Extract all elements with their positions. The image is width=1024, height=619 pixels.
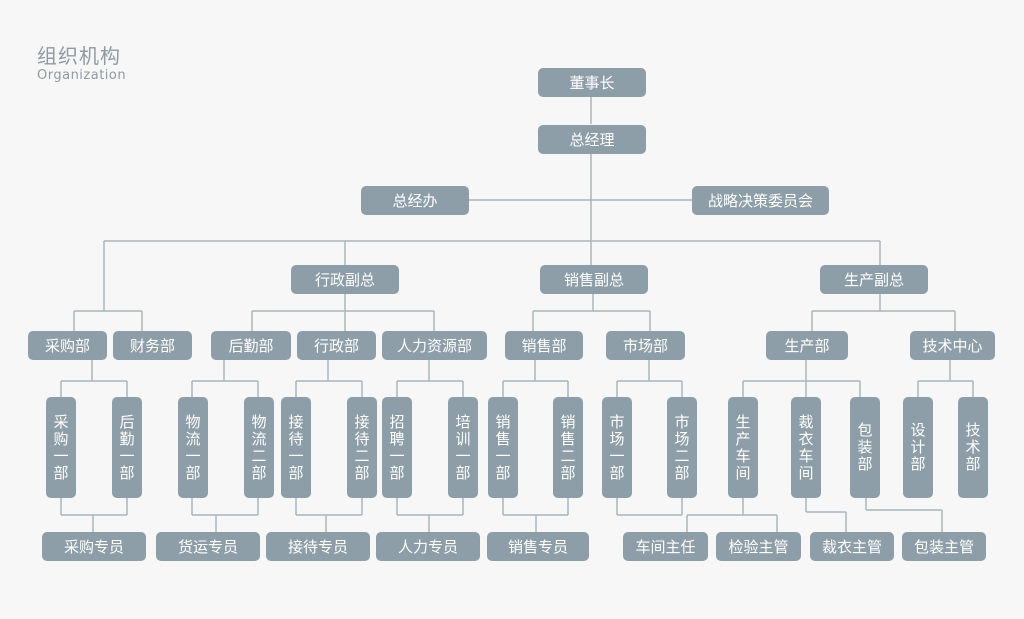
node-tech-dept: 技术部 bbox=[958, 397, 988, 498]
node-gm-office: 总经办 bbox=[361, 186, 469, 215]
node-purchase-dept: 采购部 bbox=[28, 331, 107, 360]
node-purchase-1: 采购一部 bbox=[46, 397, 76, 498]
node-strategy-committee: 战略决策委员会 bbox=[692, 186, 829, 215]
node-qc-supervisor: 检验主管 bbox=[716, 532, 801, 561]
node-packing-dept: 包装部 bbox=[850, 397, 880, 498]
node-sales-2: 销售二部 bbox=[553, 397, 583, 498]
node-market-2: 市场二部 bbox=[667, 397, 697, 498]
node-hr-staff: 人力专员 bbox=[376, 532, 480, 561]
node-reception-1: 接待一部 bbox=[281, 397, 311, 498]
node-vp-sales: 销售副总 bbox=[540, 265, 648, 294]
node-chairman: 董事长 bbox=[538, 68, 646, 97]
node-market-dept: 市场部 bbox=[606, 331, 685, 360]
node-vp-admin: 行政副总 bbox=[291, 265, 399, 294]
node-production-workshop: 生产车间 bbox=[728, 397, 758, 498]
page-title: 组织机构 bbox=[37, 44, 121, 68]
node-tech-center: 技术中心 bbox=[910, 331, 995, 360]
node-logistics-1: 后勤一部 bbox=[112, 397, 142, 498]
node-training-1: 培训一部 bbox=[448, 397, 478, 498]
page-subtitle: Organization bbox=[37, 68, 127, 83]
node-logistics-dept: 后勤部 bbox=[211, 331, 291, 360]
node-reception-staff: 接待专员 bbox=[266, 532, 370, 561]
node-production-dept: 生产部 bbox=[766, 331, 848, 360]
node-cutting-supervisor: 裁衣主管 bbox=[810, 532, 894, 561]
node-admin-dept: 行政部 bbox=[297, 331, 376, 360]
node-sales-1: 销售一部 bbox=[488, 397, 518, 498]
node-design-dept: 设计部 bbox=[903, 397, 933, 498]
node-reception-2: 接待二部 bbox=[347, 397, 377, 498]
node-market-1: 市场一部 bbox=[602, 397, 632, 498]
node-purchase-staff: 采购专员 bbox=[42, 532, 146, 561]
node-workshop-director: 车间主任 bbox=[623, 532, 708, 561]
node-cutting-workshop: 裁衣车间 bbox=[791, 397, 821, 498]
node-vp-production: 生产副总 bbox=[820, 265, 928, 294]
node-general-manager: 总经理 bbox=[538, 125, 646, 154]
node-freight-staff: 货运专员 bbox=[156, 532, 260, 561]
node-wuliu-2: 物流二部 bbox=[244, 397, 274, 498]
node-sales-staff: 销售专员 bbox=[487, 532, 589, 561]
node-wuliu-1: 物流一部 bbox=[178, 397, 208, 498]
node-hr-dept: 人力资源部 bbox=[382, 331, 487, 360]
node-packing-supervisor: 包装主管 bbox=[902, 532, 986, 561]
node-finance-dept: 财务部 bbox=[113, 331, 192, 360]
node-sales-dept: 销售部 bbox=[505, 331, 583, 360]
node-recruit-1: 招聘一部 bbox=[382, 397, 412, 498]
